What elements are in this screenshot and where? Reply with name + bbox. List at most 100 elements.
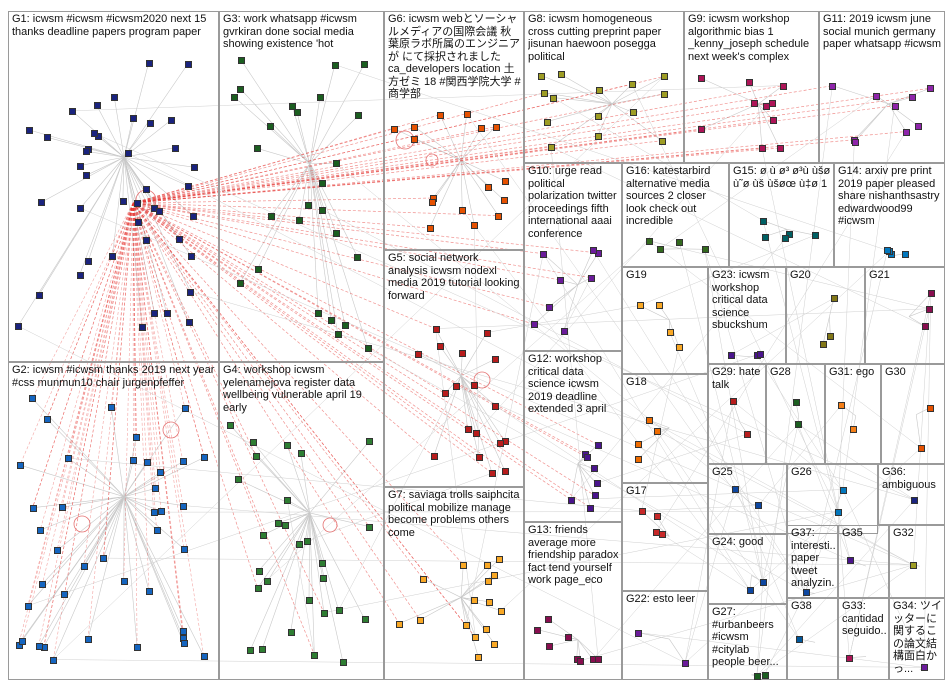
- graph-edge: [132, 202, 544, 255]
- graph-edge: [87, 157, 125, 262]
- graph-node: [453, 383, 461, 391]
- graph-node: [557, 277, 565, 285]
- graph-edge: [132, 139, 855, 204]
- graph-edge: [704, 249, 763, 582]
- graph-edge: [32, 398, 125, 497]
- graph-edge: [829, 316, 831, 336]
- group-label-g25: G25: [712, 466, 733, 478]
- group-box-g9: G9: icwsm workshop algorithmic bias 1 _k…: [684, 11, 819, 163]
- graph-node: [293, 108, 301, 116]
- graph-node: [124, 150, 132, 158]
- graph-node: [43, 416, 51, 424]
- graph-node: [335, 607, 343, 615]
- graph-edge: [32, 496, 125, 509]
- graph-edge: [548, 284, 579, 307]
- graph-node: [577, 657, 585, 665]
- graph-edge: [758, 85, 784, 105]
- graph-edge: [132, 85, 833, 204]
- graph-edge: [460, 564, 488, 598]
- graph-node: [253, 452, 261, 460]
- graph-edge: [79, 157, 125, 275]
- group-label-g19: G19: [626, 269, 647, 281]
- graph-edge: [132, 202, 587, 458]
- graph-node: [927, 404, 935, 412]
- graph-node: [470, 382, 478, 389]
- group-box-g26: G26: [787, 464, 878, 534]
- graph-edge: [27, 202, 134, 606]
- graph-edge: [132, 93, 665, 204]
- graph-node: [731, 485, 739, 493]
- graph-node: [16, 462, 24, 470]
- graph-node: [492, 356, 500, 364]
- graph-edge: [132, 202, 599, 254]
- group-box-g10: G10: urge read political polarization tw…: [524, 163, 622, 351]
- graph-node: [460, 561, 468, 569]
- graph-node: [459, 206, 467, 214]
- graph-edge: [460, 332, 487, 377]
- graph-edge: [298, 163, 311, 221]
- graph-node: [489, 470, 497, 478]
- graph-edge: [19, 464, 125, 497]
- group-box-g1: G1: icwsm #icwsm #icwsm2020 next 15 than…: [8, 11, 219, 362]
- group-box-g19: G19: [622, 267, 708, 374]
- graph-node: [93, 102, 101, 110]
- graph-edge: [757, 103, 780, 149]
- graph-edge: [123, 496, 154, 513]
- graph-edge: [460, 127, 482, 161]
- graph-edge: [123, 472, 161, 497]
- graph-node: [546, 643, 554, 651]
- graph-node: [391, 125, 399, 133]
- group-label-g26: G26: [791, 466, 812, 478]
- graph-node: [328, 317, 336, 325]
- graph-edge: [83, 202, 134, 566]
- graph-node: [792, 398, 800, 406]
- graph-node: [872, 92, 880, 100]
- graph-node: [436, 342, 444, 350]
- graph-node: [543, 118, 551, 126]
- graph-node: [157, 469, 165, 477]
- graph-node: [90, 129, 98, 137]
- graph-node: [187, 288, 195, 296]
- graph-node: [417, 616, 425, 624]
- graph-edge: [560, 74, 613, 105]
- group-box-g14: G14: arxiv pre print 2019 paper pleased …: [834, 163, 945, 267]
- group-label-g30: G30: [885, 366, 906, 378]
- graph-edge: [915, 414, 922, 449]
- graph-edge: [553, 97, 613, 105]
- graph-node: [77, 205, 85, 213]
- graph-edge: [96, 105, 125, 158]
- graph-node: [43, 134, 51, 142]
- self-loop: [73, 515, 91, 533]
- self-loop: [425, 153, 439, 167]
- graph-node: [682, 659, 690, 667]
- graph-edge: [67, 202, 134, 459]
- graph-node: [432, 325, 440, 333]
- graph-node: [284, 497, 292, 505]
- graph-node: [201, 454, 209, 462]
- graph-node: [150, 509, 158, 517]
- graph-edge: [132, 202, 154, 513]
- graph-node: [638, 507, 646, 515]
- graph-edge: [132, 202, 137, 437]
- graph-node: [260, 531, 268, 539]
- graph-edge: [435, 328, 476, 638]
- graph-node: [315, 309, 323, 317]
- graph-node: [339, 658, 347, 666]
- graph-edge: [460, 597, 501, 611]
- graph-node: [332, 160, 340, 168]
- graph-node: [39, 580, 47, 588]
- graph-edge: [132, 202, 184, 506]
- graph-edge: [46, 202, 134, 420]
- graph-node: [331, 61, 339, 69]
- graph-edge: [495, 405, 763, 583]
- graph-edge: [132, 202, 161, 473]
- graph-node: [484, 562, 492, 570]
- graph-edge: [577, 249, 594, 285]
- graph-node: [776, 144, 784, 152]
- graph-node: [534, 626, 542, 634]
- graph-edge: [132, 202, 445, 394]
- graph-edge: [110, 202, 134, 407]
- graph-node: [656, 246, 664, 254]
- graph-node: [158, 508, 166, 516]
- group-label-g16: G16: katestarbird alternative media sour…: [626, 165, 714, 227]
